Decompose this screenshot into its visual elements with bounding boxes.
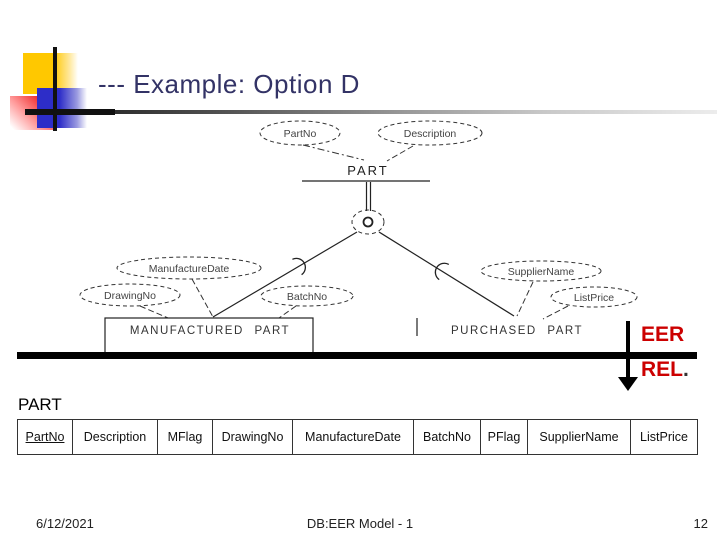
relation-column-listprice: ListPrice <box>630 419 698 455</box>
attribute-oval-description <box>377 120 483 146</box>
subtype-line-purchased <box>378 231 515 317</box>
slide-title: --- Example: Option D <box>98 69 360 99</box>
connector-manufacturedate <box>191 278 214 318</box>
subset-symbol-right-icon <box>434 262 450 281</box>
title-underline-rule <box>25 110 717 114</box>
attribute-oval-partno <box>259 120 341 146</box>
attribute-partno-label: PartNo <box>284 128 317 140</box>
attribute-manufacturedate-label: ManufactureDate <box>149 263 230 275</box>
deco-horizontal-line <box>25 109 115 115</box>
footer-title: DB:EER Model - 1 <box>306 516 414 531</box>
footer-date: 6/12/2021 <box>36 516 94 531</box>
eer-rel-divider-line <box>17 352 697 359</box>
connector-batchno <box>278 305 297 319</box>
deco-yellow-square <box>23 53 78 94</box>
attribute-listprice-label: ListPrice <box>574 292 614 304</box>
relation-column-manufacturedate: ManufactureDate <box>292 419 414 455</box>
relation-column-pflag: PFlag <box>480 419 528 455</box>
attribute-batchno-label: BatchNo <box>287 291 327 303</box>
connector-drawingno <box>139 305 169 319</box>
relation-column-mflag: MFlag <box>157 419 213 455</box>
rel-label-text: REL <box>641 358 683 381</box>
relation-column-batchno: BatchNo <box>413 419 481 455</box>
entity-part-label: PART <box>347 163 388 178</box>
overlap-o-icon <box>362 216 374 228</box>
attribute-oval-suppliername <box>480 260 602 282</box>
subset-symbol-left-icon <box>292 257 306 276</box>
attribute-oval-batchno <box>260 285 354 307</box>
connector-partno <box>302 144 365 161</box>
attribute-description-label: Description <box>404 128 457 140</box>
rel-label: REL. <box>641 358 689 382</box>
rel-label-period: . <box>683 358 689 381</box>
relation-name: PART <box>18 395 62 414</box>
relation-table: PartNo Description MFlag DrawingNo Manuf… <box>17 419 698 455</box>
connector-suppliername <box>516 281 534 317</box>
relation-column-drawingno: DrawingNo <box>212 419 293 455</box>
attribute-drawingno-label: DrawingNo <box>104 290 156 302</box>
attribute-oval-drawingno <box>79 283 181 307</box>
subtype-manufactured-label: MANUFACTURED PART <box>130 325 290 337</box>
overlap-circle <box>351 209 385 235</box>
transform-arrow-down-icon <box>618 377 638 391</box>
transform-arrow-shaft <box>626 321 630 378</box>
subtype-line-manufactured <box>212 231 358 318</box>
attribute-oval-manufacturedate <box>116 256 262 280</box>
attribute-oval-listprice <box>550 286 638 308</box>
eer-label: EER <box>641 323 685 346</box>
footer-page-number: 12 <box>693 516 708 531</box>
relation-column-partno: PartNo <box>17 419 73 455</box>
attribute-suppliername-label: SupplierName <box>508 266 575 278</box>
relation-column-description: Description <box>72 419 158 455</box>
connector-description <box>386 145 414 162</box>
deco-vertical-line <box>53 47 57 131</box>
deco-blue-square <box>37 88 87 128</box>
subtype-purchased-label: PURCHASED PART <box>451 325 583 337</box>
connector-listprice <box>542 305 569 320</box>
relation-column-suppliername: SupplierName <box>527 419 631 455</box>
